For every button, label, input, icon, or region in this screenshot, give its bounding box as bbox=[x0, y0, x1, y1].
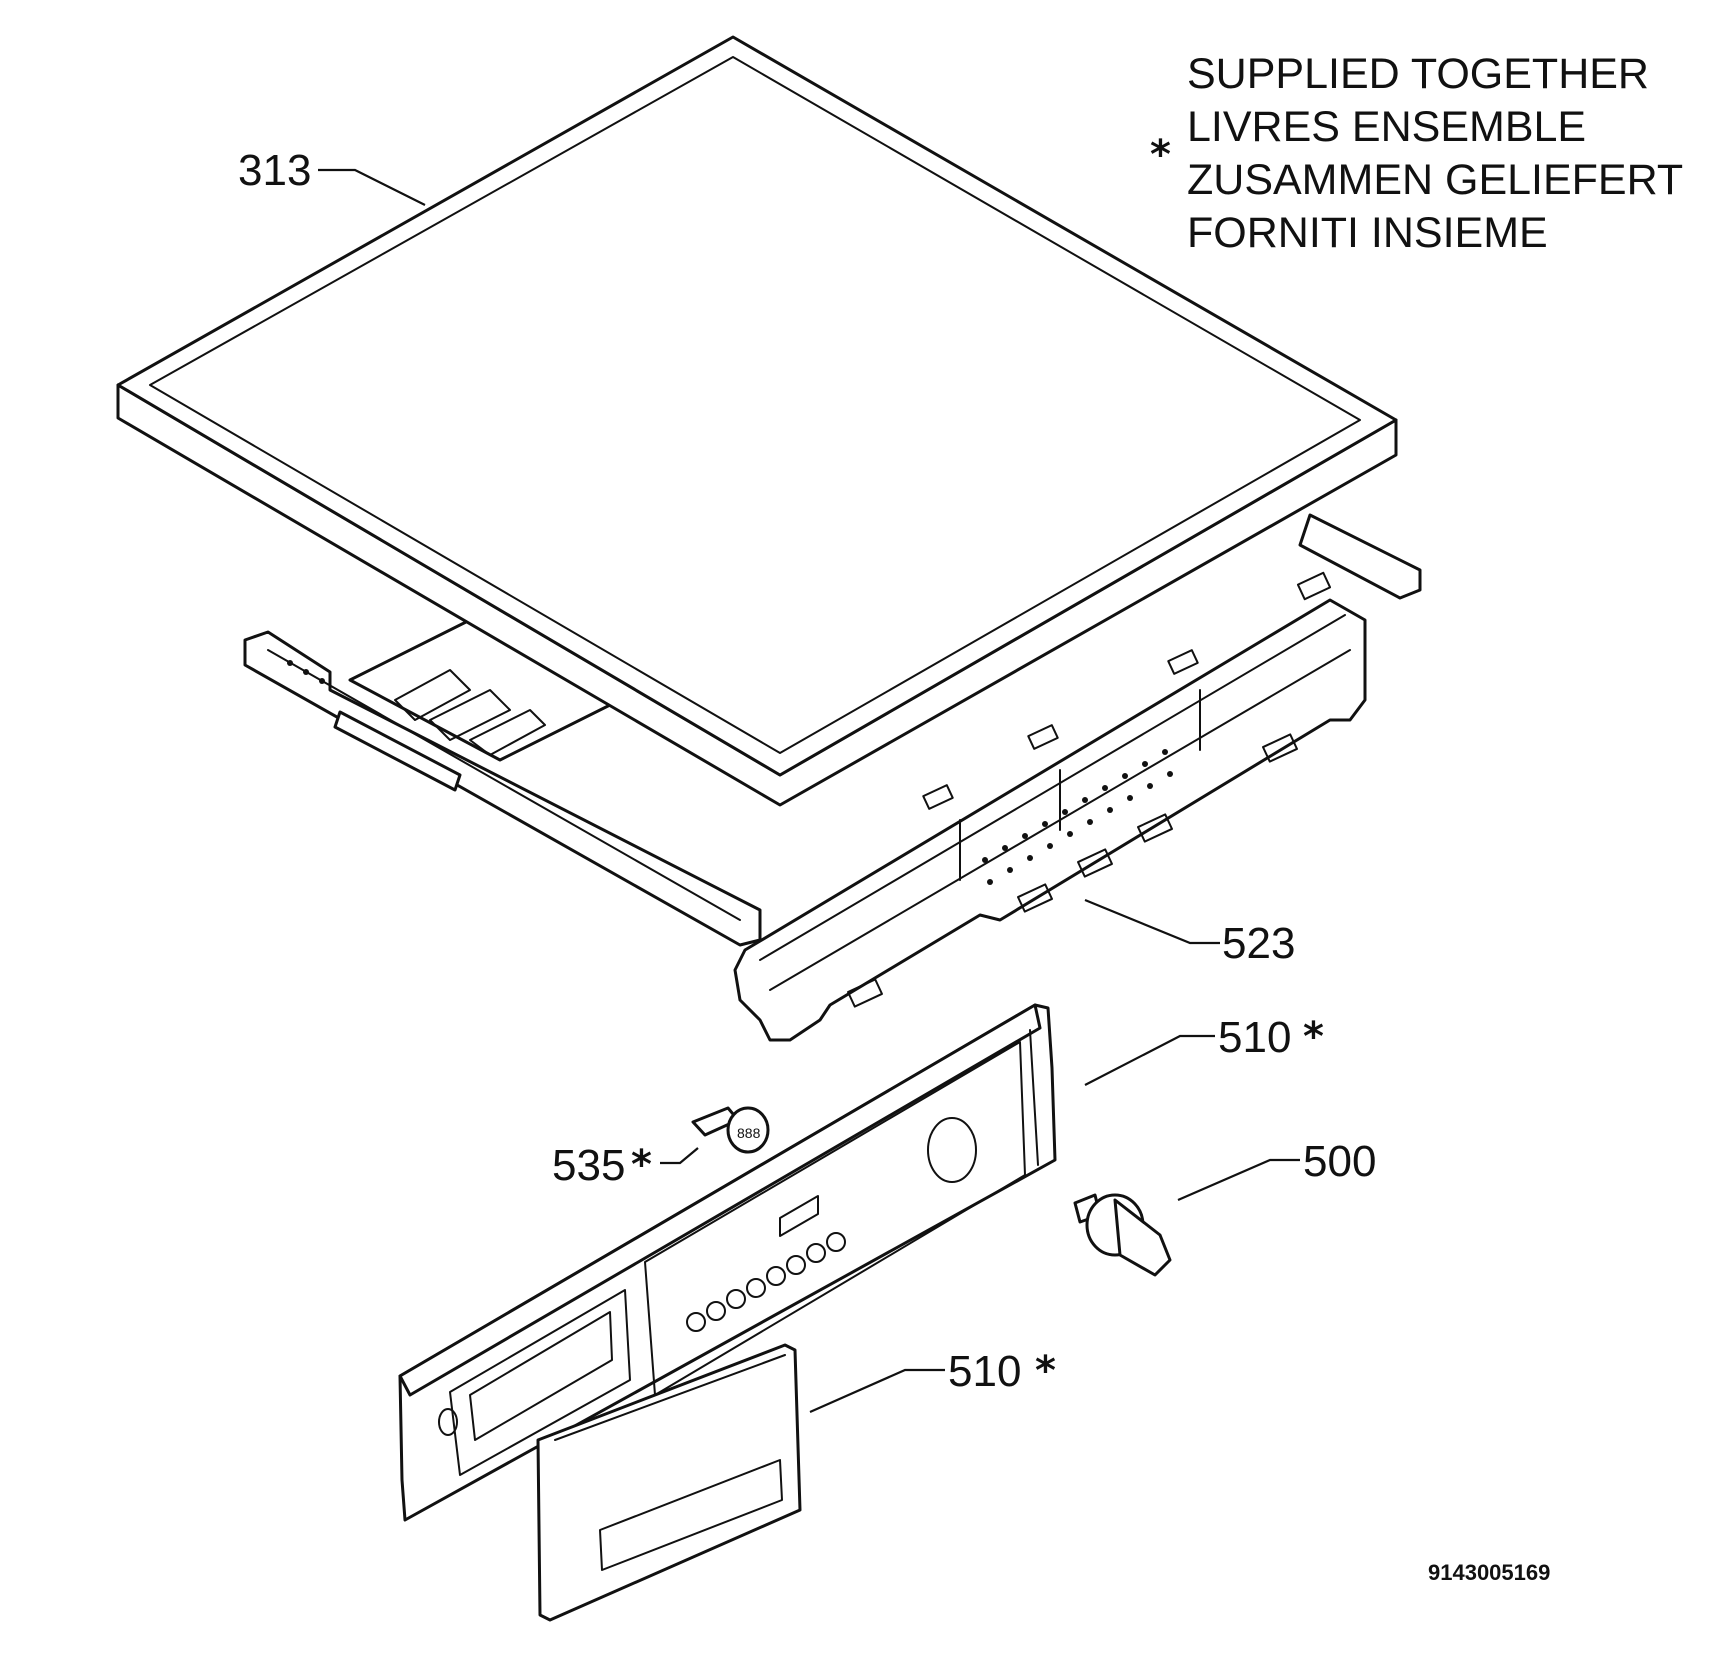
part-500-knob bbox=[1073, 1193, 1172, 1277]
callout-313: 313 bbox=[238, 146, 426, 206]
svg-text:LIVRES ENSEMBLE: LIVRES ENSEMBLE bbox=[1187, 103, 1586, 151]
vent-holes bbox=[982, 749, 1173, 885]
part-510-control-panel bbox=[398, 1003, 1057, 1522]
callout-510-drawer: 510 * bbox=[809, 1347, 1056, 1414]
svg-text:510: 510 bbox=[948, 1347, 1021, 1396]
callout-523: 523 bbox=[1084, 898, 1295, 968]
callout-510-panel: 510 * bbox=[1084, 1013, 1324, 1086]
callout-500: 500 bbox=[1177, 1137, 1376, 1202]
svg-text:*: * bbox=[1303, 1014, 1324, 1060]
part-313-top-lid bbox=[116, 35, 1398, 807]
svg-text:SUPPLIED TOGETHER: SUPPLIED TOGETHER bbox=[1187, 50, 1649, 98]
svg-text:535: 535 bbox=[552, 1141, 625, 1190]
svg-text:888: 888 bbox=[737, 1125, 761, 1141]
svg-text:*: * bbox=[631, 1142, 652, 1188]
svg-text:523: 523 bbox=[1222, 919, 1295, 968]
part-510-drawer-cover bbox=[536, 1343, 802, 1622]
supplied-together-note: * SUPPLIED TOGETHER LIVRES ENSEMBLE ZUSA… bbox=[1150, 50, 1683, 257]
svg-text:*: * bbox=[1035, 1348, 1056, 1394]
svg-text:*: * bbox=[1150, 132, 1171, 178]
svg-text:313: 313 bbox=[238, 146, 311, 195]
document-number: 9143005169 bbox=[1428, 1560, 1550, 1585]
part-535-display-cap: 888 bbox=[691, 1106, 770, 1154]
svg-text:FORNITI INSIEME: FORNITI INSIEME bbox=[1187, 209, 1548, 257]
callout-535: 535 * bbox=[552, 1141, 699, 1190]
svg-text:510: 510 bbox=[1218, 1013, 1291, 1062]
svg-text:ZUSAMMEN GELIEFERT: ZUSAMMEN GELIEFERT bbox=[1187, 156, 1683, 204]
svg-text:500: 500 bbox=[1303, 1137, 1376, 1186]
